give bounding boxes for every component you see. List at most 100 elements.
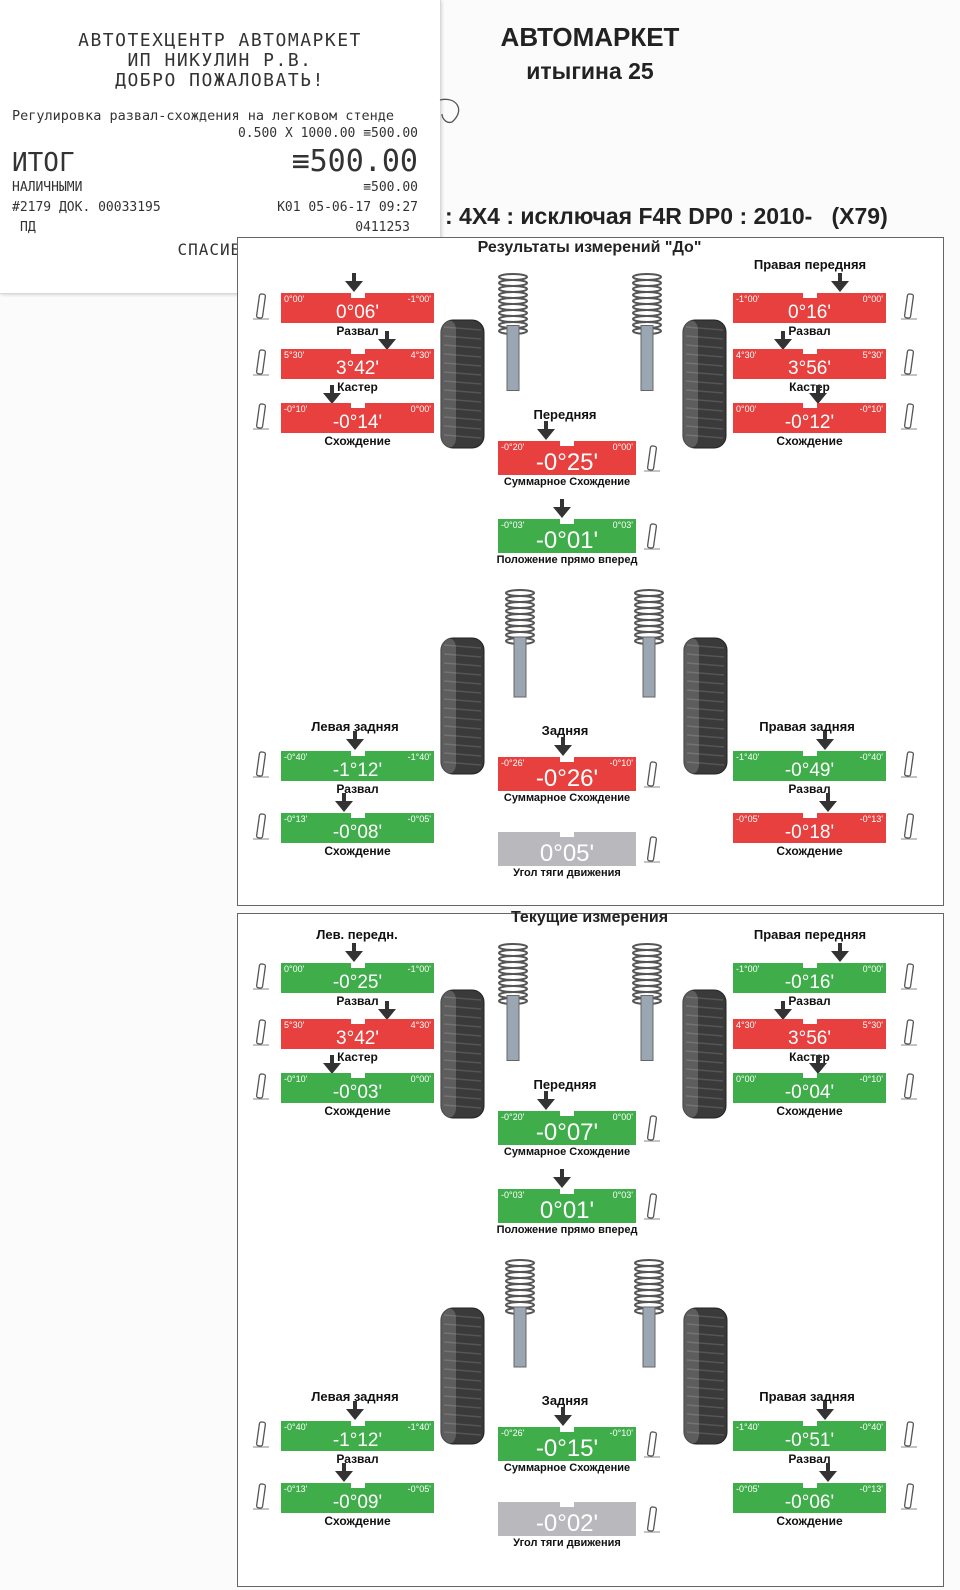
s1-rl-toe-max: -0°05' bbox=[407, 1484, 431, 1494]
s1-front-right-strut bbox=[632, 943, 662, 1061]
s0-rl-toe: -0°13'-0°05'-0°08' bbox=[281, 813, 434, 843]
s0-fr-caster-min: 4°30' bbox=[736, 350, 757, 360]
s0-straight-bar bbox=[498, 519, 636, 553]
s1-fl-caster-arrow-stem bbox=[385, 1001, 389, 1009]
s0-fr-caster-notch bbox=[802, 349, 817, 354]
s0-fr-caster-icon bbox=[901, 349, 917, 376]
s1-rr-camber-max: -0°40' bbox=[859, 1422, 883, 1432]
receipt-kassa: К01 05-06-17 09:27 bbox=[277, 200, 418, 215]
s0-rear-total-arrow bbox=[554, 745, 572, 756]
s0-fl-caster-label: Кастер bbox=[337, 380, 378, 394]
s0-front-left-wheel bbox=[440, 319, 485, 449]
s0-straight: -0°03'0°03'-0°01' bbox=[498, 519, 636, 553]
s1-rl-toe-arrow-stem bbox=[342, 1463, 346, 1471]
s1-rl-toe-notch bbox=[350, 1483, 365, 1488]
s0-fr-camber-min: -1°00' bbox=[736, 294, 760, 304]
s1-fr-toe-arrow bbox=[809, 1063, 827, 1074]
s1-fl-camber-bar bbox=[281, 963, 434, 993]
s0-rr-toe-value: -0°18' bbox=[784, 822, 835, 843]
s1-fr-toe-arrow-stem bbox=[816, 1055, 820, 1063]
receipt-pd: ПД bbox=[20, 220, 36, 235]
s1-fr-camber-arrow-stem bbox=[838, 943, 842, 951]
s1-rl-toe-min: -0°13' bbox=[284, 1484, 308, 1494]
s1-fl-toe-label: Схождение bbox=[324, 1104, 391, 1118]
s1-rl-camber-notch bbox=[350, 1421, 365, 1426]
s1-straight-value: 0°01' bbox=[539, 1197, 595, 1224]
s1-rear-total: -0°26'-0°10'-0°15' bbox=[498, 1427, 636, 1461]
s1-rr-camber-icon bbox=[901, 1421, 917, 1448]
s1-fl-caster-bar bbox=[281, 1019, 434, 1049]
s1-fl-camber-arrow-stem bbox=[352, 943, 356, 951]
s0-rear-right-strut bbox=[634, 589, 664, 698]
s1-fl-toe-notch bbox=[350, 1073, 365, 1078]
s0-rear-total-bar bbox=[498, 757, 636, 791]
s0-thrust-notch bbox=[560, 832, 574, 837]
s1-fr-caster-bar bbox=[733, 1019, 886, 1049]
receipt-qty: 0.500 X 1000.00 ≡500.00 bbox=[237, 126, 418, 141]
s0-rr-camber-bar bbox=[733, 751, 886, 781]
s0-rr-camber-min: -1°40' bbox=[736, 752, 760, 762]
s0-front-total-max: 0°00' bbox=[612, 442, 633, 452]
s0-thrust-label: Угол тяги движения bbox=[513, 867, 621, 879]
s1-fr-caster-notch bbox=[802, 1019, 817, 1024]
s0-rl-toe-max: -0°05' bbox=[407, 814, 431, 824]
s0-rear-total: -0°26'-0°10'-0°26' bbox=[498, 757, 636, 791]
s0-rl-toe-arrow-stem bbox=[342, 793, 346, 801]
s1-front-label: Передняя bbox=[533, 1077, 597, 1092]
s0-rear-right-header: Правая задняя bbox=[759, 719, 855, 734]
shop-address: итыгина 25 bbox=[526, 58, 654, 84]
s1-rr-toe-bar bbox=[733, 1483, 886, 1513]
s0-fr-toe-value: -0°12' bbox=[784, 412, 835, 433]
s0-fr-caster-bar bbox=[733, 349, 886, 379]
s0-fr-camber: -1°00'0°00'0°16' bbox=[733, 293, 886, 323]
s1-fl-camber-notch bbox=[350, 963, 365, 968]
s0-front-total-min: -0°20' bbox=[501, 442, 525, 452]
s0-rr-toe-arrow bbox=[819, 801, 837, 812]
s0-rl-camber-icon bbox=[253, 751, 269, 778]
s0-fl-caster-notch bbox=[350, 349, 365, 354]
s1-rear-total-max: -0°10' bbox=[609, 1428, 633, 1438]
s1-rl-camber-arrow-stem bbox=[353, 1401, 357, 1409]
s1-rear-right-header: Правая задняя bbox=[759, 1389, 855, 1404]
s0-thrust-value: 0°05' bbox=[539, 840, 595, 867]
s0-fl-toe-bar bbox=[281, 403, 434, 433]
s1-straight-bar bbox=[498, 1189, 636, 1223]
s0-front-right-strut bbox=[632, 273, 662, 391]
s0-rr-camber-notch bbox=[802, 751, 817, 756]
s0-straight-label: Положение прямо вперед bbox=[496, 554, 638, 566]
s0-rear-total-min: -0°26' bbox=[501, 758, 525, 768]
s0-rl-toe-value: -0°08' bbox=[332, 822, 383, 843]
s1-fl-caster-notch bbox=[350, 1019, 365, 1024]
s0-title: Результаты измерений "До" bbox=[477, 239, 702, 256]
s1-rr-toe-max: -0°13' bbox=[859, 1484, 883, 1494]
s1-rear-right-strut bbox=[634, 1259, 664, 1368]
s0-fr-caster-label: Кастер bbox=[789, 380, 830, 394]
s1-rr-toe-label: Схождение bbox=[776, 1514, 843, 1528]
s0-front-label: Передняя bbox=[533, 407, 597, 422]
s0-rl-toe-notch bbox=[350, 813, 365, 818]
s1-rr-camber-min: -1°40' bbox=[736, 1422, 760, 1432]
s1-rr-camber-value: -0°51' bbox=[784, 1430, 835, 1451]
s1-thrust-icon bbox=[644, 1506, 660, 1533]
s1-front-left-strut bbox=[498, 943, 528, 1061]
s1-rear-total-notch bbox=[560, 1427, 574, 1432]
s0-fl-camber-value: 0°06' bbox=[336, 302, 379, 323]
s0-fl-camber-max: -1°00' bbox=[407, 294, 431, 304]
s1-fr-camber-icon bbox=[901, 963, 917, 990]
s1-straight-min: -0°03' bbox=[501, 1190, 525, 1200]
s1-front-total-icon bbox=[644, 1115, 660, 1142]
s0-rear-total-max: -0°10' bbox=[609, 758, 633, 768]
s1-rl-toe-value: -0°09' bbox=[332, 1492, 383, 1513]
receipt-cash-value: ≡500.00 bbox=[363, 180, 418, 195]
s1-straight: -0°03' 0°03' 0°01' bbox=[498, 1189, 636, 1223]
s1-rl-camber-value: -1°12' bbox=[332, 1430, 383, 1451]
s1-straight-max: 0°03' bbox=[612, 1190, 633, 1200]
s0-rear-total-icon bbox=[644, 761, 660, 788]
s0-fr-toe-notch bbox=[802, 403, 817, 408]
s0-fl-toe-arrow bbox=[323, 393, 341, 404]
s0-rear-left-wheel bbox=[440, 637, 485, 775]
s0-straight-max: 0°03' bbox=[612, 520, 633, 530]
receipt-company: АВТОТЕХЦЕНТР АВТОМАРКЕТ bbox=[78, 30, 362, 51]
s0-front-total-value: -0°25' bbox=[535, 449, 599, 476]
s0-rear-total-label: Суммарное Схождение bbox=[503, 792, 631, 804]
